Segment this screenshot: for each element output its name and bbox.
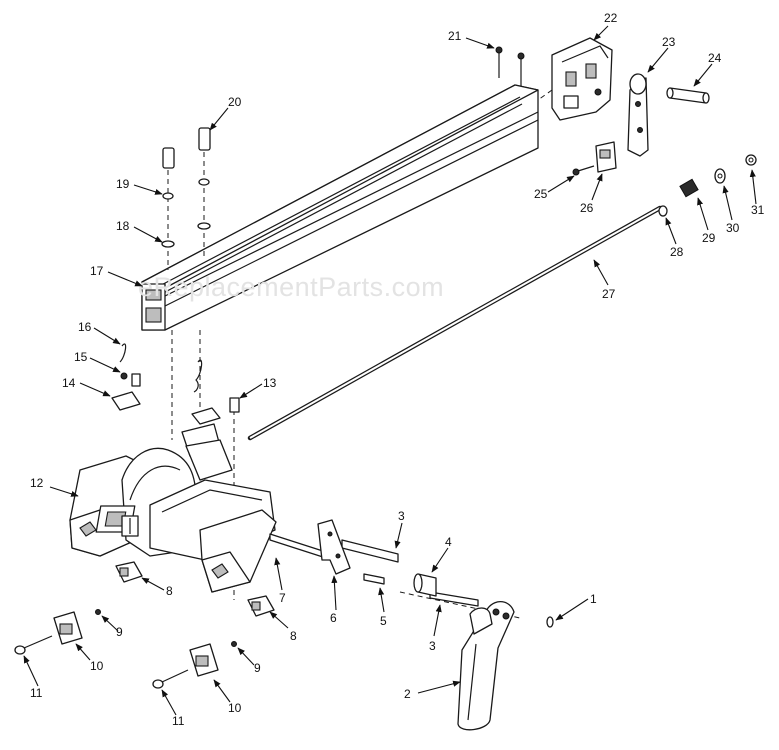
callout-10b: 10: [228, 701, 242, 715]
callout-11a: 11: [30, 686, 43, 700]
bracket-plate: [317, 519, 351, 575]
callout-leaders: [23, 25, 757, 716]
callout-25: 25: [534, 187, 548, 201]
cam-blocks: [14, 609, 237, 689]
callout-13: 13: [263, 376, 277, 390]
callout-10a: 10: [90, 659, 104, 673]
callout-3b: 3: [429, 639, 436, 653]
rod-hardware: [658, 154, 757, 217]
bolts-with-washers: [161, 127, 211, 270]
clip-parts: [111, 343, 240, 425]
callout-6: 6: [330, 611, 337, 625]
long-rod: [247, 205, 663, 441]
fence-base-assembly: [69, 423, 277, 593]
callout-12: 12: [30, 476, 44, 490]
callout-9a: 9: [116, 625, 123, 639]
callout-26: 26: [580, 201, 594, 215]
callout-29: 29: [702, 231, 716, 245]
callout-31: 31: [751, 203, 765, 217]
callout-labels: 1 2 3 3 4 5 6 7 8 8 9 9 10 10 11 11 12 1…: [30, 11, 765, 728]
fence-rail: [141, 84, 539, 331]
callout-27: 27: [602, 287, 616, 301]
callout-14: 14: [62, 376, 76, 390]
clamp-screw: [572, 165, 595, 176]
callout-9b: 9: [254, 661, 261, 675]
callout-21: 21: [448, 29, 462, 43]
callout-8a: 8: [166, 584, 173, 598]
callout-28: 28: [670, 245, 684, 259]
pivot-pin: [666, 87, 710, 104]
callout-24: 24: [708, 51, 722, 65]
callout-4: 4: [445, 535, 452, 549]
collar: [413, 573, 437, 597]
rail-screws: [495, 46, 525, 86]
lock-handle: [457, 601, 515, 731]
clamp-block: [595, 141, 617, 173]
callout-3a: 3: [398, 509, 405, 523]
retaining-ring: [546, 616, 554, 628]
end-cap: [537, 37, 613, 121]
callout-20: 20: [228, 95, 242, 109]
callout-7: 7: [279, 591, 286, 605]
callout-23: 23: [662, 35, 676, 49]
guide-blocks: [115, 561, 275, 617]
callout-17: 17: [90, 264, 104, 278]
callout-8b: 8: [290, 629, 297, 643]
callout-15: 15: [74, 350, 88, 364]
callout-30: 30: [726, 221, 740, 235]
callout-22: 22: [604, 11, 618, 25]
callout-18: 18: [116, 219, 130, 233]
shafts: [269, 533, 479, 607]
callout-19: 19: [116, 177, 130, 191]
watermark-text: eReplacementParts.com: [138, 272, 444, 302]
callout-16: 16: [78, 320, 92, 334]
callout-5: 5: [380, 614, 387, 628]
bracket: [627, 73, 649, 157]
callout-1: 1: [590, 592, 597, 606]
callout-2: 2: [404, 687, 411, 701]
callout-11b: 11: [172, 714, 185, 728]
